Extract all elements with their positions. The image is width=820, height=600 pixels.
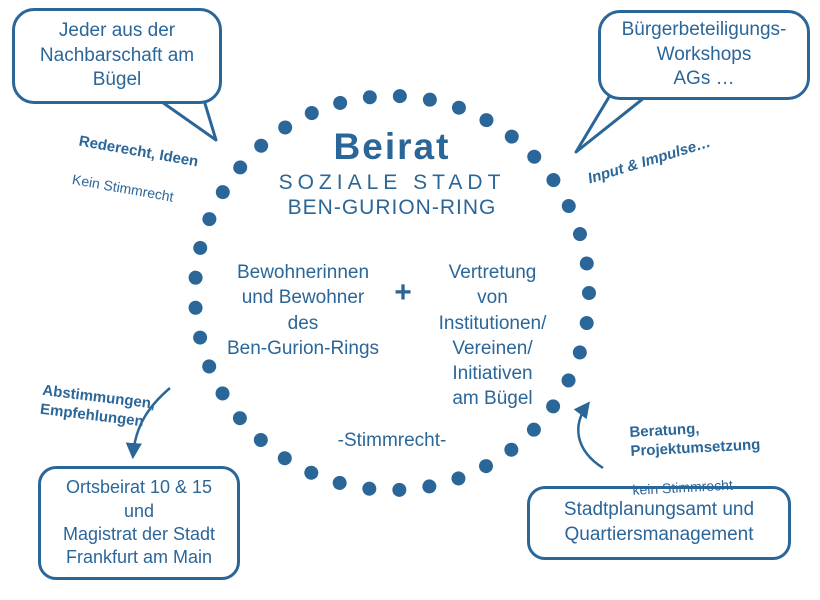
bubble-neighbourhood-text: Jeder aus der Nachbarschaft am Bügel [39, 19, 195, 91]
bubble-city-council-text: Ortsbeirat 10 & 15 und Magistrat der Sta… [62, 477, 216, 568]
bubble-neighbourhood: Jeder aus der Nachbarschaft am Bügel [12, 8, 222, 104]
bubble-city-council: Ortsbeirat 10 & 15 und Magistrat der Sta… [38, 466, 240, 580]
bubble-workshops: Bürgerbeteiligungs- Workshops AGs … [598, 10, 810, 100]
bubble-planning-office-text: Stadtplanungsamt und Quartiersmanagement [563, 499, 755, 545]
label-neighbourhood-rights: Rederecht, Ideen Kein Stimmrecht [67, 113, 203, 229]
label-neighbourhood-rights-normal: Kein Stimmrecht [71, 170, 175, 205]
arrow-from-planning-office [573, 401, 604, 470]
label-neighbourhood-rights-bold: Rederecht, Ideen [77, 132, 200, 171]
label-council-votes: Abstimmungen, Empfehlungen [37, 362, 159, 453]
diagram-title: Beirat [333, 126, 451, 167]
label-planning-advice-normal: kein Stimmrecht [632, 476, 734, 498]
dotted-circle [188, 89, 596, 497]
diagram-subtitle-line2: BEN-GURION-RING [287, 196, 497, 219]
bubble-workshops-text: Bürgerbeteiligungs- Workshops AGs … [621, 18, 787, 90]
arrow-to-city-council [125, 387, 171, 460]
label-planning-advice-bold: Beratung, Projektumsetzung [629, 420, 761, 460]
diagram-subtitle-line1: SOZIALE STADT [278, 171, 506, 194]
label-planning-advice: Beratung, Projektumsetzung kein Stimmrec… [628, 397, 764, 519]
residents-group-text: Bewohnerinnen und Bewohner des Ben-Gurio… [226, 262, 380, 359]
institutions-group-text: Vertretung von Institutionen/ Vereinen/ … [438, 262, 547, 410]
label-council-votes-bold: Abstimmungen, Empfehlungen [39, 381, 157, 431]
bubble-planning-office: Stadtplanungsamt und Quartiersmanagement [527, 486, 791, 560]
plus-sign: + [394, 276, 412, 309]
voting-right-text: -Stimmrecht- [337, 430, 447, 451]
